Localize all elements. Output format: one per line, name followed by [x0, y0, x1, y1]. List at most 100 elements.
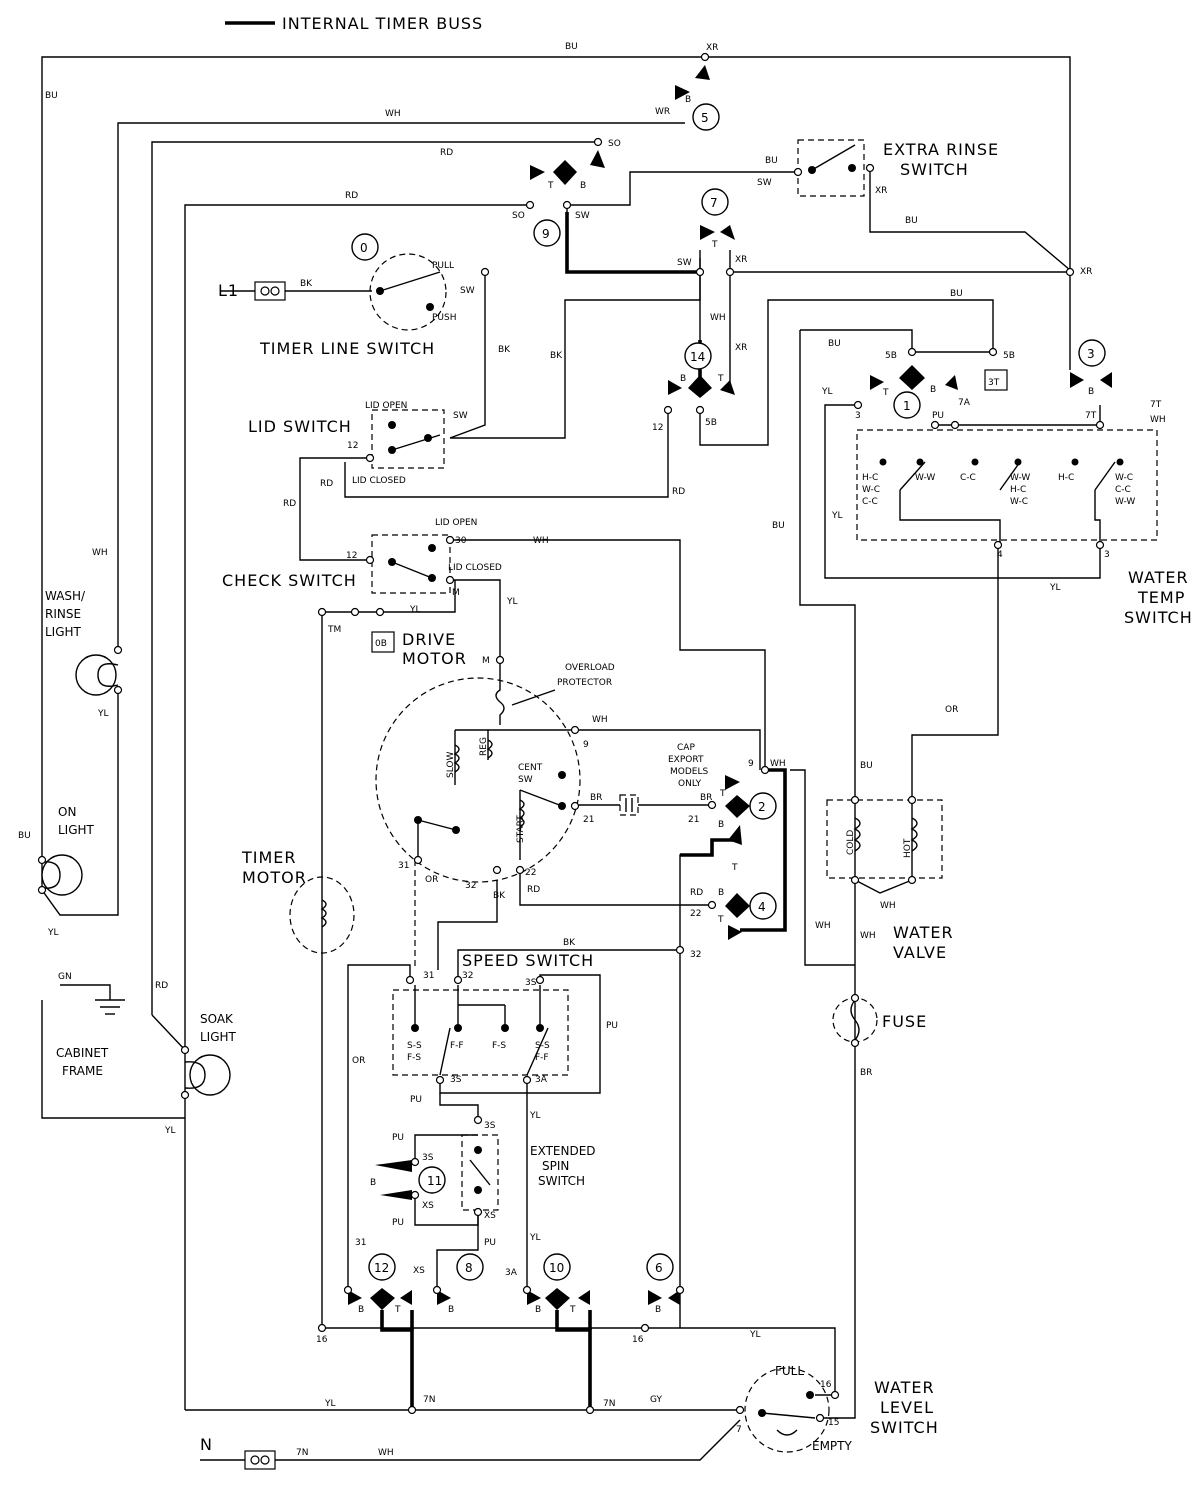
timer-line-switch-label: TIMER LINE SWITCH — [259, 339, 435, 358]
wire-label: 3 — [1104, 550, 1110, 560]
wire-label: WATER — [874, 1378, 935, 1397]
wire-label: DRIVE — [402, 630, 456, 649]
wire-label: N — [200, 1435, 213, 1454]
wire-label: B — [1088, 387, 1094, 397]
wire-label: SW — [518, 775, 533, 785]
wire-label: SWITCH — [900, 160, 969, 179]
wire-label: BK — [563, 938, 576, 948]
wire-label: XS — [422, 1201, 434, 1211]
wire-label: 12 — [347, 441, 358, 451]
wire-label: WR — [655, 107, 670, 117]
wire-label: F-F — [450, 1041, 464, 1051]
wire-label: SW — [453, 411, 468, 421]
wire-label: 16 — [632, 1335, 644, 1345]
extended-spin-switch: EXTENDED SPIN SWITCH — [461, 1134, 596, 1211]
wire-label: COLD — [846, 830, 856, 855]
cam-6: 6 B — [646, 1253, 680, 1315]
wire-label: YL — [324, 1399, 336, 1409]
wire-label: 31 — [355, 1238, 366, 1248]
wire-label: T — [711, 240, 718, 250]
wire-label: 5B — [1003, 351, 1015, 361]
wire-label: LIGHT — [58, 823, 95, 837]
wire-label: YL — [529, 1233, 541, 1243]
cam-1: 1 T B — [870, 365, 958, 419]
wire-label: LEVEL — [880, 1398, 934, 1417]
wire-label: B — [448, 1305, 454, 1315]
wire-label: T — [719, 789, 726, 799]
timer-line-switch: PULL PUSH TIMER LINE SWITCH — [254, 253, 490, 358]
cam-7: 7 T — [700, 188, 735, 250]
wire-label: BK — [300, 279, 313, 289]
wire-label: SO — [608, 139, 621, 149]
wire-label: B — [655, 1305, 661, 1315]
wire-label: SLOW — [446, 752, 456, 778]
wire-label: RINSE — [45, 607, 81, 621]
wire-label: WH — [378, 1448, 394, 1458]
wire-label: 9 — [583, 740, 589, 750]
wire-label: T — [717, 915, 724, 925]
wire-label: WH — [1150, 415, 1166, 425]
indicator-lights: WASH/ RINSE LIGHT ON LIGHT SOAK LIGHT CA… — [41, 589, 237, 1096]
wire-label: H-C — [1058, 473, 1074, 483]
wire-label: 7A — [958, 398, 971, 408]
wire-label: T — [547, 181, 554, 191]
wire-label: W-W — [1115, 497, 1135, 507]
wire-label: BU — [905, 216, 918, 226]
wire-label: 4 — [997, 550, 1003, 560]
wire-label: SW — [460, 286, 475, 296]
wire-label: B — [685, 95, 691, 105]
wire-label: T — [717, 374, 724, 384]
wire-label: B — [930, 385, 936, 395]
wire-label: 12 — [652, 423, 663, 433]
wire-label: CABINET — [56, 1046, 109, 1060]
wire-label: 8 — [465, 1261, 473, 1275]
wire-label: 21 — [583, 815, 594, 825]
wire-label: WH — [592, 715, 608, 725]
wire-label: OVERLOAD — [565, 663, 615, 673]
wire-label: SW — [757, 178, 772, 188]
wire-label: SWITCH — [538, 1174, 585, 1188]
wire-label: SWITCH — [870, 1418, 939, 1437]
wire-label: 9 — [542, 227, 550, 241]
wire-label: 7N — [296, 1448, 308, 1458]
wire-label: WH — [770, 759, 786, 769]
wire-label: RD — [690, 888, 703, 898]
cam-0: 0 — [351, 233, 379, 261]
wire-label: W-W — [1010, 473, 1030, 483]
wire-label: OR — [425, 875, 438, 885]
wire-label: WH — [710, 313, 726, 323]
wire-label: 2 — [758, 800, 766, 814]
wire-label: PUSH — [432, 313, 457, 323]
wire-label: 14 — [690, 350, 705, 364]
wire-label: L1 — [218, 281, 239, 300]
cam-9: 9 T B — [530, 150, 605, 247]
terminals — [37, 52, 1105, 1423]
wire-label: B — [370, 1178, 376, 1188]
wire-label: SOAK — [200, 1012, 234, 1026]
wire-label: VALVE — [893, 943, 947, 962]
cabinet-frame-ground: CABINET FRAME — [56, 999, 125, 1078]
water-level-switch: FULL EMPTY WATER LEVEL SWITCH — [744, 1364, 939, 1453]
wire-label: 3A — [505, 1268, 518, 1278]
wire-label: 22 — [690, 909, 701, 919]
wire-label: BR — [590, 793, 602, 803]
wire-label: 3 — [1087, 347, 1095, 361]
wire-label: B — [680, 374, 686, 384]
timer-bus — [380, 340, 787, 1410]
wire-label: 32 — [690, 950, 701, 960]
wire-label: XR — [1080, 267, 1092, 277]
wire-label: 3S — [484, 1121, 496, 1131]
wire-label: C-C — [862, 497, 878, 507]
wire-label: RD — [440, 148, 453, 158]
wire-label: MOTOR — [402, 649, 467, 668]
cam-11: 11 B — [370, 1160, 446, 1200]
wire-label: T — [394, 1305, 401, 1315]
wire-label: B — [718, 820, 724, 830]
wire-label: 3T — [988, 378, 1000, 388]
wire-label: FRAME — [62, 1064, 103, 1078]
wire-label: 16 — [316, 1335, 328, 1345]
wire-label: REG — [479, 737, 489, 756]
wire-label: PULL — [432, 261, 454, 271]
wire-label: LID CLOSED — [448, 563, 502, 573]
wire-label: XS — [413, 1266, 425, 1276]
